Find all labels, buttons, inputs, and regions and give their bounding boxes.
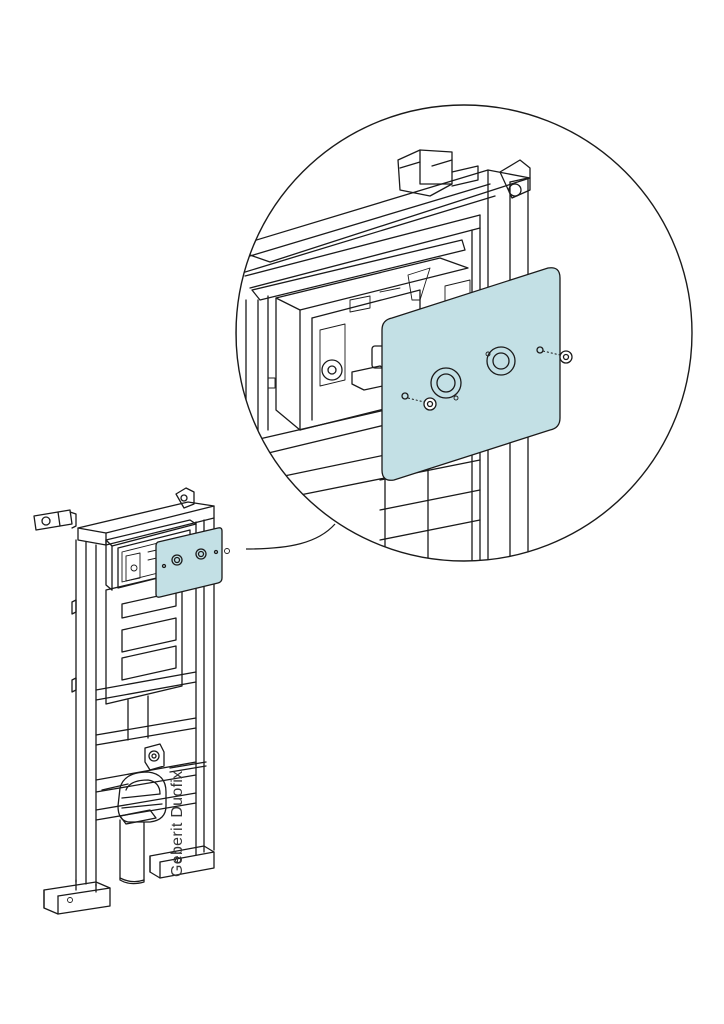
installation-frame	[33, 487, 230, 915]
fixing-screws	[407, 350, 573, 411]
flush-plate-small	[155, 527, 230, 598]
detail-circle	[235, 104, 693, 562]
product-name-label: Geberit Duofix	[169, 770, 186, 877]
flush-plate-detail	[381, 267, 561, 481]
leader-line	[245, 523, 336, 550]
